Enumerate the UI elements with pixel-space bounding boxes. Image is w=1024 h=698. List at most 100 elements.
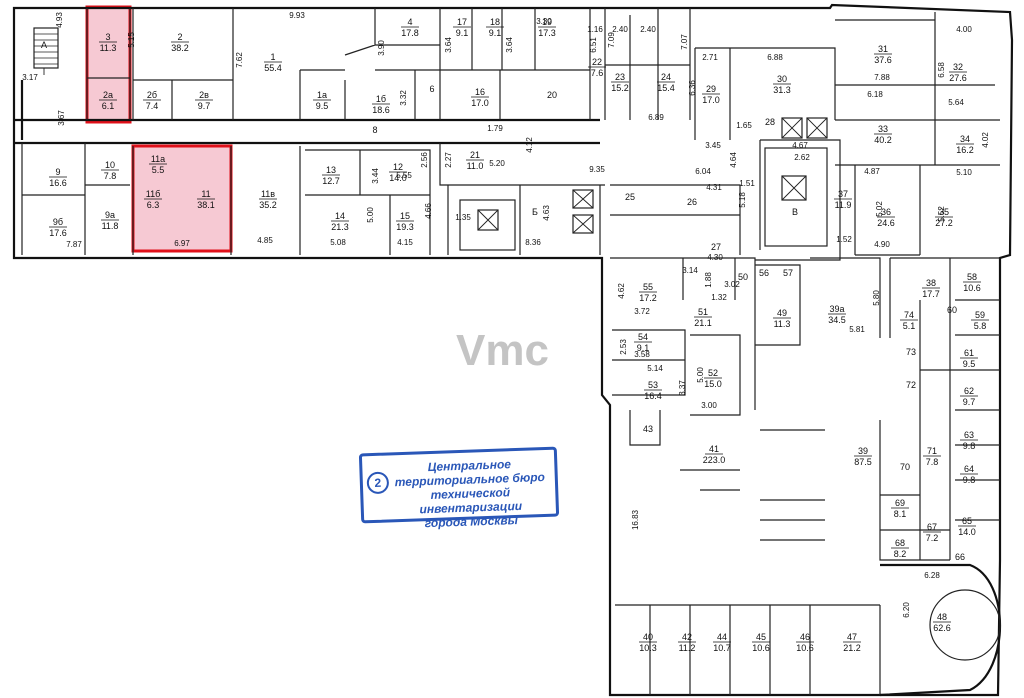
room-number: 62 xyxy=(964,386,974,396)
dimension-label: 1.32 xyxy=(711,293,727,302)
room-number: 61 xyxy=(964,348,974,358)
room-area: 14.0 xyxy=(958,527,976,537)
room-area: 87.5 xyxy=(854,457,872,467)
dimension-label: 7.88 xyxy=(874,73,890,82)
room-number: 57 xyxy=(783,268,793,278)
room-number: 9 xyxy=(55,167,60,177)
room-label: 27 xyxy=(711,242,721,252)
room-label: 56 xyxy=(759,268,769,278)
room-number: 72 xyxy=(906,380,916,390)
dimension-label: 7.62 xyxy=(235,52,244,68)
dimension-label: 3.30 xyxy=(536,17,552,26)
room-area: 9.5 xyxy=(963,359,976,369)
room-area: 31.3 xyxy=(773,85,791,95)
room-number: 67 xyxy=(927,522,937,532)
dimension-label: 8.36 xyxy=(525,238,541,247)
room-number: 64 xyxy=(964,464,974,474)
bti-stamp: 2 Центральное территориальное бюро техни… xyxy=(358,446,560,530)
room-number: 35 xyxy=(939,207,949,217)
room-label: 26 xyxy=(687,197,697,207)
room-area: 11.9 xyxy=(835,200,852,210)
highlight-room-11[interactable] xyxy=(131,144,233,253)
room-area: 9.1 xyxy=(637,343,650,353)
room-number: 27 xyxy=(711,242,721,252)
room-number: 69 xyxy=(895,498,905,508)
room-number: 39 xyxy=(858,446,868,456)
dimension-label: 4.62 xyxy=(617,283,626,299)
room-area: 11.3 xyxy=(100,43,117,53)
room-area: 7.6 xyxy=(591,68,604,78)
room-number: 1 xyxy=(270,52,275,62)
dimension-label: 1.35 xyxy=(455,213,471,222)
dimension-label: 4.67 xyxy=(792,141,808,150)
dimension-label: 2.40 xyxy=(612,25,628,34)
dimension-label: 5.00 xyxy=(696,367,705,383)
room-number: 60 xyxy=(947,305,957,315)
room-area: 38.1 xyxy=(197,200,215,210)
room-label: 57 xyxy=(783,268,793,278)
dimension-label: 3.00 xyxy=(701,401,717,410)
room-number: 53 xyxy=(648,380,658,390)
room-area: 62.6 xyxy=(933,623,951,633)
room-number: 52 xyxy=(708,368,718,378)
room-area: 5.8 xyxy=(974,321,987,331)
room-number: 29 xyxy=(706,84,716,94)
dimension-label: 6.28 xyxy=(924,571,940,580)
room-area: 16.4 xyxy=(644,391,662,401)
dimension-label: 5.80 xyxy=(872,290,881,306)
dimension-label: 5.10 xyxy=(956,168,972,177)
room-area: 18.6 xyxy=(372,105,390,115)
room-number: 11в xyxy=(261,189,275,199)
dimension-label: 16.83 xyxy=(631,509,640,530)
elevator-shafts xyxy=(459,117,828,251)
room-number: 37 xyxy=(838,189,848,199)
dimension-label: 3.32 xyxy=(399,90,408,106)
room-area: 10.6 xyxy=(752,643,770,653)
room-number: 31 xyxy=(878,44,888,54)
room-area: 16.2 xyxy=(956,145,974,155)
room-number: 1а xyxy=(317,90,327,100)
room-number: 9а xyxy=(105,210,115,220)
room-number: 10 xyxy=(105,160,115,170)
room-area: 15.2 xyxy=(611,83,629,93)
room-number: 32 xyxy=(953,62,963,72)
room-area: 9.5 xyxy=(316,101,329,111)
room-number: 6 xyxy=(429,84,434,94)
room-number: 4 xyxy=(407,17,412,27)
room-number: 70 xyxy=(900,462,910,472)
dimension-label: 6.51 xyxy=(589,37,598,53)
room-number: 2б xyxy=(147,90,157,100)
room-label: 66 xyxy=(955,552,965,562)
room-label: 50 xyxy=(738,272,748,282)
room-number: 74 xyxy=(904,310,914,320)
room-area: 10.6 xyxy=(796,643,814,653)
room-number: 49 xyxy=(777,308,787,318)
watermark-text: Vmc xyxy=(456,326,549,375)
room-number: 56 xyxy=(759,268,769,278)
room-area: 15.0 xyxy=(704,379,722,389)
room-number: 13 xyxy=(326,165,336,175)
dimension-label: 9.35 xyxy=(589,165,605,174)
room-number: 11 xyxy=(201,189,210,199)
dimension-label: 6.20 xyxy=(902,602,911,618)
outer-walls xyxy=(12,3,1014,697)
room-area: 17.2 xyxy=(639,293,657,303)
dimension-label: 2.53 xyxy=(619,339,628,355)
dimension-label: 2.56 xyxy=(420,152,429,168)
dimension-label: 5.00 xyxy=(366,207,375,223)
room-area: 55.4 xyxy=(264,63,282,73)
room-label: 6 xyxy=(429,84,434,94)
